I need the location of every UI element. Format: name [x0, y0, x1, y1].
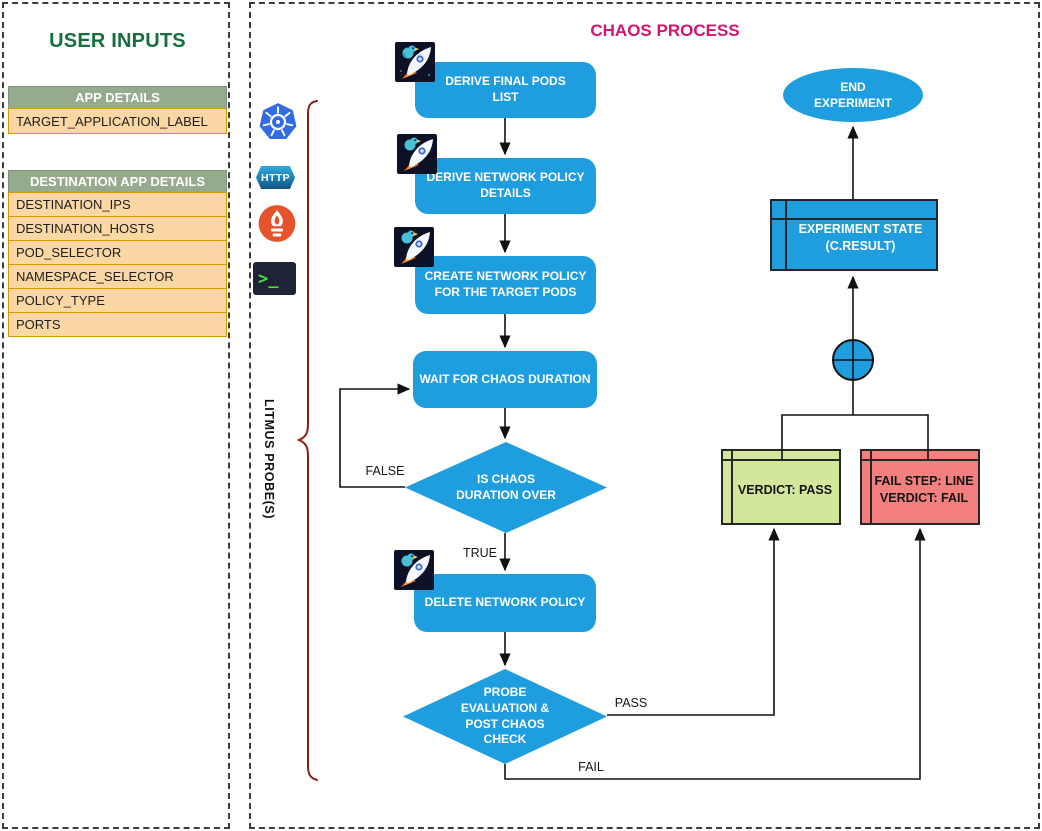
node-label: IS CHAOS DURATION OVER [456, 471, 556, 502]
litmus-rocket-icon [394, 227, 434, 267]
frame-top-band [723, 451, 839, 461]
user-inputs-title: USER INPUTS [49, 30, 186, 52]
node-label: VERDICT: PASS [737, 482, 833, 497]
litmus-rocket-icon [397, 134, 437, 174]
frame-left-band [772, 201, 787, 269]
node-create-network-policy: CREATE NETWORK POLICY FOR THE TARGET POD… [415, 256, 596, 314]
node-label: DELETE NETWORK POLICY [424, 595, 586, 610]
frame-top-band [862, 451, 978, 461]
app-details-table: APP DETAILS TARGET_APPLICATION_LABEL [8, 86, 227, 134]
destination-app-details-header: DESTINATION APP DETAILS [8, 170, 227, 193]
frame-top-band [772, 201, 936, 220]
frame-left-band [862, 451, 872, 523]
terminator-end-experiment: END EXPERIMENT [783, 68, 923, 122]
node-verdict-pass: VERDICT: PASS [721, 449, 841, 525]
edge-label-true: TRUE [459, 546, 501, 560]
terminal-icon-prompt: >_ [258, 268, 279, 289]
node-derive-final-pods-list: DERIVE FINAL PODS LIST [415, 62, 596, 118]
app-details-header: APP DETAILS [8, 86, 227, 109]
edge-label-pass: PASS [608, 696, 654, 710]
node-label: WAIT FOR CHAOS DURATION [419, 371, 591, 386]
node-label: DERIVE NETWORK POLICY DETAILS [426, 170, 585, 200]
node-wait-for-chaos-duration: WAIT FOR CHAOS DURATION [413, 351, 597, 408]
litmus-probes-group-label: LITMUS PROBE(S) [262, 399, 276, 520]
node-derive-network-policy-details: DERIVE NETWORK POLICY DETAILS [415, 158, 596, 214]
node-label: CREATE NETWORK POLICY FOR THE TARGET POD… [424, 269, 587, 299]
http-icon: HTTP [256, 166, 295, 189]
node-experiment-state: EXPERIMENT STATE (C.RESULT) [770, 199, 938, 271]
node-delete-network-policy: DELETE NETWORK POLICY [414, 574, 596, 632]
prometheus-icon [258, 204, 296, 243]
node-fail-step-verdict-fail: FAIL STEP: LINE VERDICT: FAIL [860, 449, 980, 525]
fail-verdict-line: VERDICT: FAIL [879, 491, 969, 505]
kubernetes-logo [259, 103, 297, 139]
destination-app-details-table: DESTINATION APP DETAILS DESTINATION_IPS … [8, 170, 227, 337]
table-row-pod-selector: POD_SELECTOR [8, 240, 227, 265]
table-row-target-application-label: TARGET_APPLICATION_LABEL [8, 108, 227, 134]
edge-label-false: FALSE [362, 464, 408, 478]
fail-step-line: FAIL STEP: LINE [874, 474, 974, 489]
http-icon-label: HTTP [260, 171, 290, 184]
edge-label-fail: FAIL [571, 760, 611, 774]
node-label: PROBE EVALUATION & POST CHAOS CHECK [460, 685, 550, 747]
terminal-icon: >_ [253, 262, 296, 295]
table-row-destination-ips: DESTINATION_IPS [8, 192, 227, 217]
table-row-namespace-selector: NAMESPACE_SELECTOR [8, 264, 227, 289]
user-inputs-panel [2, 2, 230, 829]
node-label: FAIL STEP: LINE VERDICT: FAIL [874, 467, 973, 507]
litmus-rocket-icon [394, 550, 434, 590]
kubernetes-icon [257, 102, 299, 142]
table-row-destination-hosts: DESTINATION_HOSTS [8, 216, 227, 241]
node-label: EXPERIMENT STATE (C.RESULT) [798, 222, 923, 253]
frame-left-band [723, 451, 733, 523]
table-row-policy-type: POLICY_TYPE [8, 288, 227, 313]
node-label: END EXPERIMENT [813, 79, 892, 110]
chaos-process-title: CHAOS PROCESS [590, 21, 740, 40]
prometheus-logo [258, 205, 296, 242]
litmus-rocket-icon [395, 42, 435, 82]
node-label: DERIVE FINAL PODS LIST [445, 74, 566, 104]
table-row-ports: PORTS [8, 312, 227, 337]
